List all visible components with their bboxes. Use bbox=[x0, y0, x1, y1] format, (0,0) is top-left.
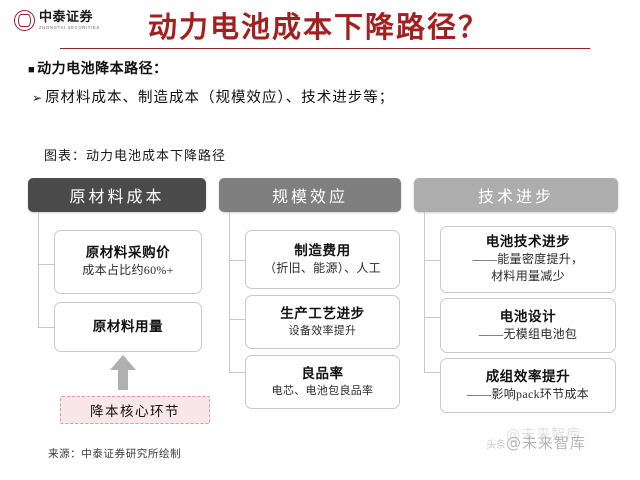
node-subtitle: 成本占比约60%+ bbox=[82, 263, 174, 278]
node-title: 电池设计 bbox=[499, 308, 557, 324]
column-header-raw-material[interactable]: 原材料成本 bbox=[28, 178, 206, 212]
connector-branch-3-3 bbox=[424, 372, 440, 373]
connector-trunk-3 bbox=[424, 212, 425, 372]
connector-branch-2-3 bbox=[229, 372, 245, 373]
node-title: 生产工艺进步 bbox=[280, 305, 365, 321]
brand-logo: 中泰证券 ZHONGTAI SECURITIES bbox=[14, 10, 100, 31]
node-title: 成组效率提升 bbox=[485, 368, 571, 384]
connector-trunk-1 bbox=[38, 212, 39, 327]
node-subtitle-2: 材料用量减少 bbox=[491, 268, 565, 283]
node-subtitle: （折旧、能源）、人工 bbox=[263, 260, 381, 275]
column-header-tech-progress[interactable]: 技术进步 bbox=[414, 178, 618, 212]
source-note: 来源：中泰证券研究所绘制 bbox=[48, 449, 182, 460]
node-subtitle: 电芯、电池包良品率 bbox=[271, 384, 374, 397]
brand-name-cn: 中泰证券 bbox=[39, 9, 94, 25]
node-raw-material-usage[interactable]: 原材料用量 bbox=[54, 302, 202, 352]
column-header-scale-effect[interactable]: 规模效应 bbox=[219, 178, 401, 212]
connector-branch-1-2 bbox=[38, 327, 54, 328]
node-battery-design[interactable]: 电池设计 ——无模组电池包 bbox=[440, 298, 616, 353]
diagram-column-tech-progress: 技术进步 bbox=[414, 178, 618, 212]
connector-branch-3-1 bbox=[424, 260, 440, 261]
diagram-column-scale-effect: 规模效应 bbox=[219, 178, 401, 212]
zhongtai-logo-icon bbox=[14, 10, 35, 31]
watermark: 头条@未来智库 bbox=[486, 432, 586, 453]
title-divider bbox=[60, 48, 590, 49]
bullet-item: ➢原材料成本、制造成本（规模效应）、技术进步等； bbox=[32, 86, 394, 107]
node-title: 原材料采购价 bbox=[85, 245, 171, 261]
up-arrow-icon bbox=[110, 355, 136, 390]
node-yield-rate[interactable]: 良品率 电芯、电池包良品率 bbox=[245, 355, 400, 409]
arrow-head bbox=[110, 355, 136, 370]
brand-logo-text: 中泰证券 ZHONGTAI SECURITIES bbox=[39, 11, 100, 30]
watermark-handle: @未来智库 bbox=[506, 434, 587, 452]
bullet-heading: ■动力电池降本路径： bbox=[28, 58, 168, 78]
page-title: 动力电池成本下降路径？ bbox=[148, 12, 490, 44]
connector-branch-2-2 bbox=[229, 319, 245, 320]
slide-header: 中泰证券 ZHONGTAI SECURITIES 动力电池成本下降路径？ bbox=[0, 0, 640, 52]
connector-trunk-2 bbox=[229, 212, 230, 372]
node-subtitle: 设备效率提升 bbox=[288, 324, 357, 337]
node-battery-tech-progress[interactable]: 电池技术进步 ——能量密度提升， 材料用量减少 bbox=[440, 226, 616, 293]
node-pack-efficiency[interactable]: 成组效率提升 ——影响pack环节成本 bbox=[440, 358, 616, 413]
cost-reduction-diagram: 原材料成本 原材料采购价 成本占比约60%+ 原材料用量 规模效应 制造费用 （… bbox=[0, 178, 640, 428]
connector-branch-3-2 bbox=[424, 317, 440, 318]
brand-name-en: ZHONGTAI SECURITIES bbox=[39, 24, 100, 30]
watermark-prefix: 头条 bbox=[486, 440, 506, 451]
diagram-column-raw-material: 原材料成本 bbox=[28, 178, 206, 212]
node-subtitle: ——影响pack环节成本 bbox=[466, 386, 590, 401]
node-subtitle: ——无模组电池包 bbox=[478, 326, 578, 341]
node-title: 制造费用 bbox=[294, 242, 351, 258]
triangle-bullet-icon: ➢ bbox=[32, 91, 44, 105]
node-title: 原材料用量 bbox=[92, 318, 164, 334]
connector-branch-1-1 bbox=[38, 264, 54, 265]
connector-branch-2-1 bbox=[229, 260, 245, 261]
node-raw-material-price[interactable]: 原材料采购价 成本占比约60%+ bbox=[54, 230, 202, 294]
node-title: 良品率 bbox=[301, 365, 344, 381]
node-manufacturing-cost[interactable]: 制造费用 （折旧、能源）、人工 bbox=[245, 230, 400, 289]
figure-caption: 图表：动力电池成本下降路径 bbox=[44, 148, 227, 163]
arrow-shaft bbox=[118, 368, 128, 390]
node-process-improvement[interactable]: 生产工艺进步 设备效率提升 bbox=[245, 295, 400, 349]
bullet-heading-text: 动力电池降本路径： bbox=[37, 62, 168, 77]
watermark-ghost: @未来智库 bbox=[506, 427, 581, 443]
node-title: 电池技术进步 bbox=[485, 234, 571, 250]
node-subtitle: ——能量密度提升， bbox=[472, 252, 584, 267]
bullet-item-text: 原材料成本、制造成本（规模效应）、技术进步等； bbox=[45, 90, 395, 106]
core-cost-reduction-callout[interactable]: 降本核心环节 bbox=[60, 396, 210, 424]
square-bullet-icon: ■ bbox=[28, 64, 36, 76]
